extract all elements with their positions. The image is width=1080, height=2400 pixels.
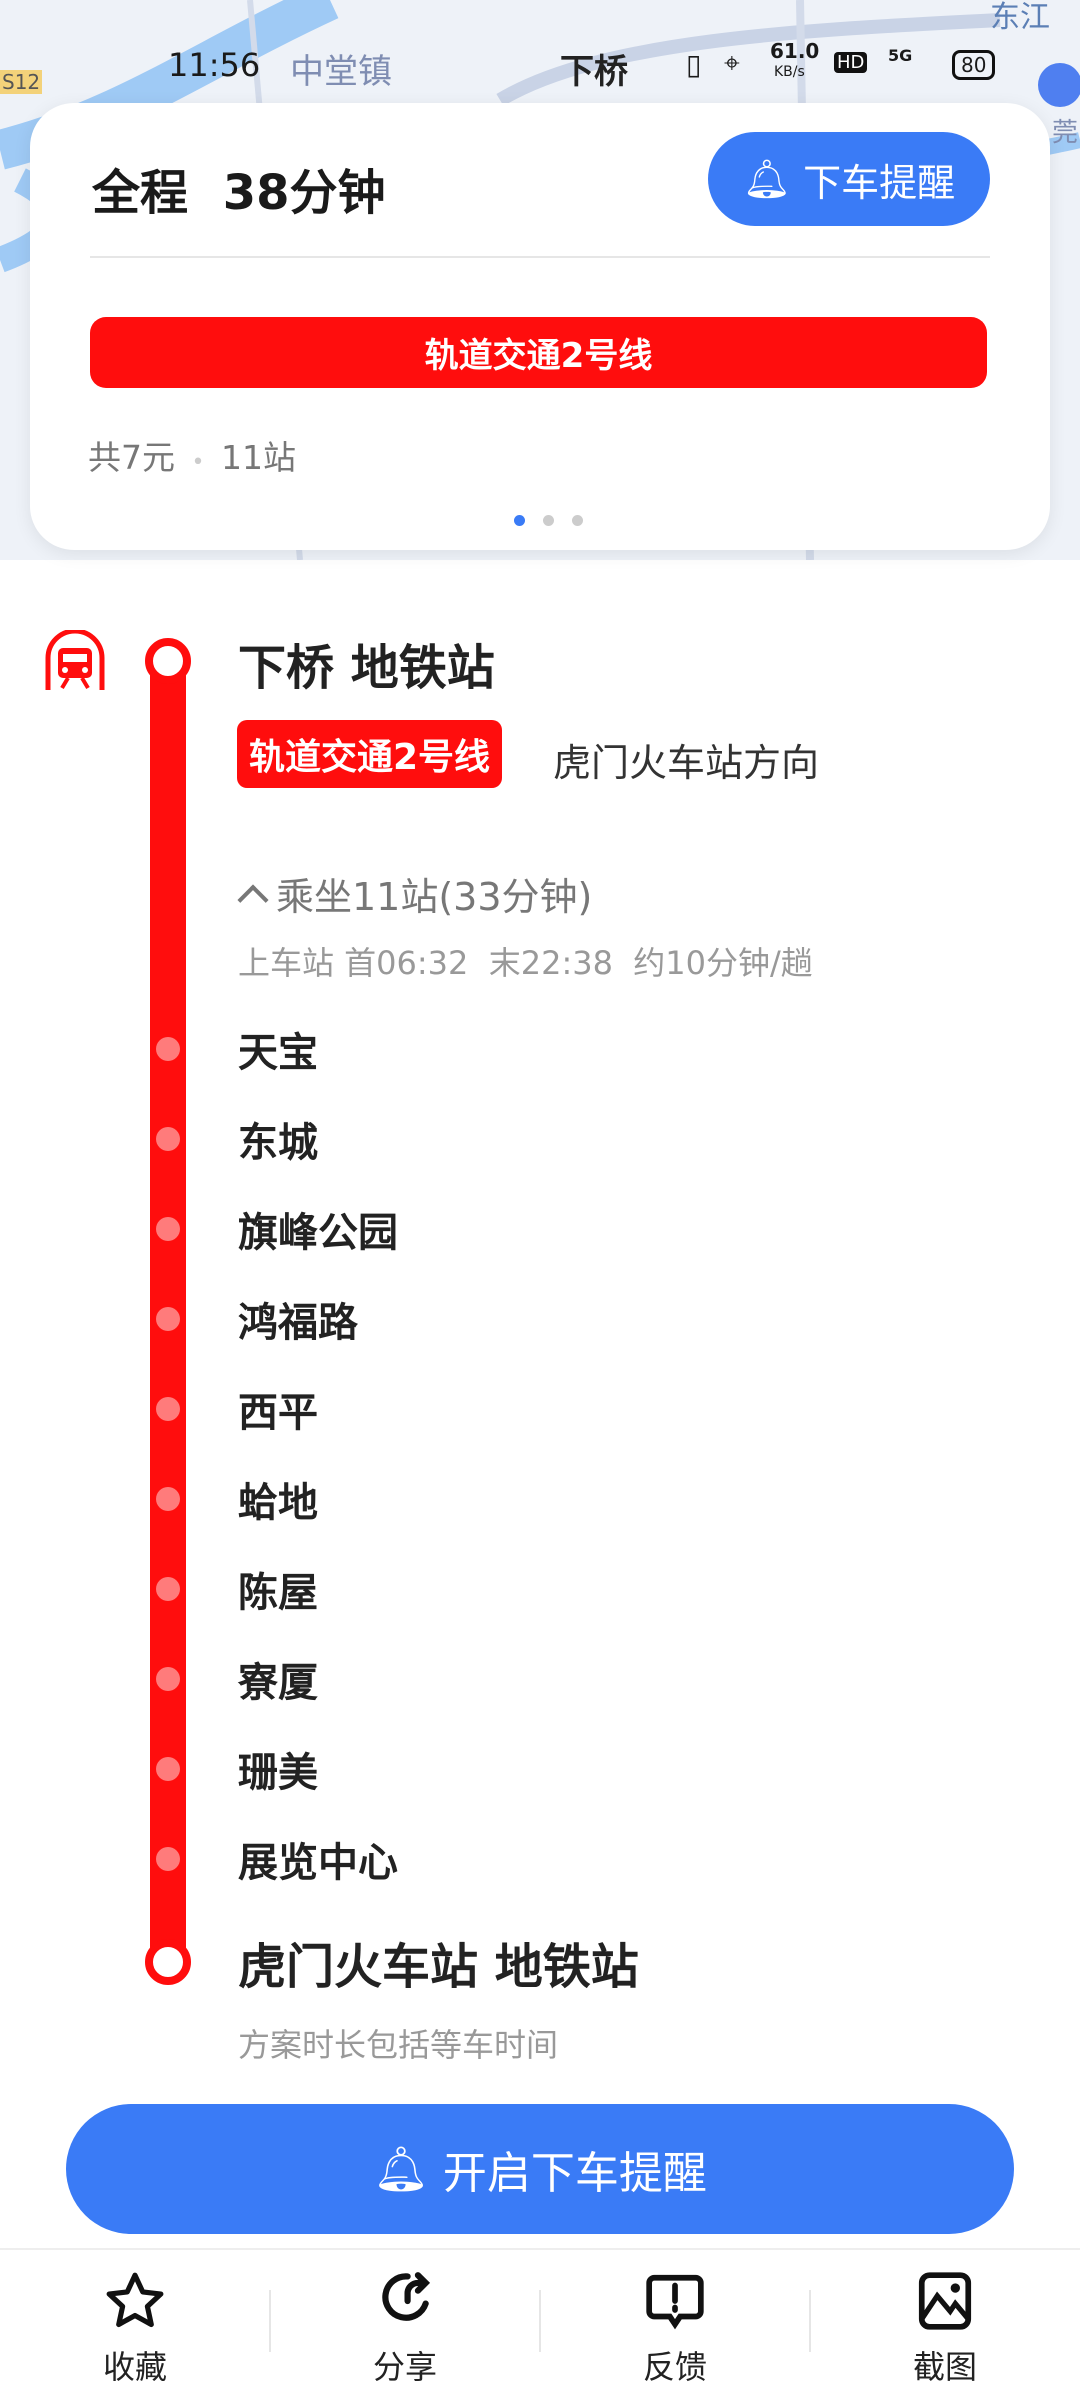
status-time: 11:56 [168, 46, 261, 84]
divider [90, 256, 990, 258]
hd-icon: HD [834, 52, 868, 73]
status-bar: 11:56 ▯ ⌖ 61.0 KB/s HD 5G 80 [0, 40, 1080, 90]
favorite-button[interactable]: 收藏 [0, 2270, 270, 2388]
feedback-icon [646, 2274, 704, 2330]
separator: • [191, 450, 205, 475]
station-item[interactable]: 旗峰公园 [238, 1210, 398, 1256]
station-item[interactable]: 天宝 [238, 1030, 318, 1076]
metro-icon [45, 630, 105, 690]
station-item[interactable]: 东城 [238, 1120, 318, 1166]
star-icon [106, 2272, 164, 2328]
start-station[interactable]: 下桥 地铁站 [238, 640, 495, 696]
alert-button[interactable]: 🔔︎ 下车提醒 [708, 132, 990, 226]
share-button[interactable]: 分享 [270, 2270, 540, 2388]
total-duration: 38分钟 [222, 165, 386, 221]
station-item[interactable]: 鸿福路 [238, 1300, 358, 1346]
bottom-bar-divider [0, 2248, 1080, 2250]
bell-icon: 🔔︎ [742, 156, 792, 201]
screenshot-icon [918, 2272, 972, 2330]
divider [809, 2290, 811, 2352]
station-dot [156, 1217, 180, 1241]
end-station[interactable]: 虎门火车站 地铁站 [238, 1939, 639, 1995]
start-station-marker [145, 638, 191, 684]
map-label: 中堂镇 [290, 52, 392, 92]
start-alert-label: 开启下车提醒 [442, 2148, 707, 2199]
station-item[interactable]: 珊美 [238, 1750, 318, 1796]
station-item[interactable]: 蛤地 [238, 1480, 318, 1526]
station-dot [156, 1577, 180, 1601]
station-item[interactable]: 陈屋 [238, 1570, 318, 1616]
location-icon: ⌖ [724, 46, 740, 79]
divider [269, 2290, 271, 2352]
station-dot [156, 1847, 180, 1871]
station-dot [156, 1757, 180, 1781]
ride-summary-toggle[interactable]: 乘坐11站(33分钟) [236, 866, 592, 921]
feedback-label: 反馈 [642, 2348, 707, 2386]
share-label: 分享 [372, 2348, 437, 2386]
screenshot-label: 截图 [912, 2348, 977, 2386]
ride-summary: 乘坐11站(33分钟) [276, 875, 593, 919]
schedule: 上车站 首06:32 末22:38 约10分钟/趟 [238, 944, 813, 982]
divider [539, 2290, 541, 2352]
start-alert-button[interactable]: 🔔︎ 开启下车提醒 [66, 2104, 1014, 2234]
route-summary-card[interactable]: 全程 38分钟 🔔︎ 下车提醒 轨道交通2号线 共7元 • 11站 [30, 103, 1050, 550]
net-unit: KB/s [774, 64, 805, 80]
station-item[interactable]: 展览中心 [238, 1840, 398, 1886]
signal-icon: 5G [888, 46, 913, 65]
station-dot [156, 1667, 180, 1691]
station-dot [156, 1397, 180, 1421]
share-icon [382, 2272, 431, 2321]
battery-icon: 80 [952, 50, 996, 80]
vibrate-icon: ▯ [686, 48, 702, 81]
screenshot-button[interactable]: 截图 [810, 2270, 1080, 2388]
page-indicator [514, 515, 583, 526]
end-station-marker [145, 1939, 191, 1985]
station-item[interactable]: 寮厦 [238, 1660, 318, 1706]
map-label: 东江 [990, 0, 1050, 35]
station-dot [156, 1307, 180, 1331]
station-dot [156, 1127, 180, 1151]
duration-note: 方案时长包括等车时间 [238, 2026, 559, 2064]
station-item[interactable]: 西平 [238, 1390, 318, 1436]
net-speed: 61.0 [770, 39, 820, 63]
chevron-up-icon [237, 883, 269, 916]
map-label: S12 [0, 70, 43, 94]
alert-button-label: 下车提醒 [803, 160, 956, 205]
map-label: 莞 [1052, 118, 1079, 148]
line-tag: 轨道交通2号线 [237, 720, 503, 788]
station-dot [156, 1037, 180, 1061]
total-label: 全程 [92, 165, 189, 221]
feedback-button[interactable]: 反馈 [540, 2270, 810, 2388]
bell-icon: 🔔︎ [373, 2144, 429, 2195]
stop-count: 11站 [220, 438, 296, 477]
favorite-label: 收藏 [102, 2348, 167, 2386]
map-label: 下桥 [560, 52, 628, 92]
station-dot [156, 1487, 180, 1511]
line-bar: 轨道交通2号线 [90, 317, 987, 388]
fare: 共7元 [88, 438, 175, 477]
direction: 虎门火车站方向 [553, 741, 820, 785]
